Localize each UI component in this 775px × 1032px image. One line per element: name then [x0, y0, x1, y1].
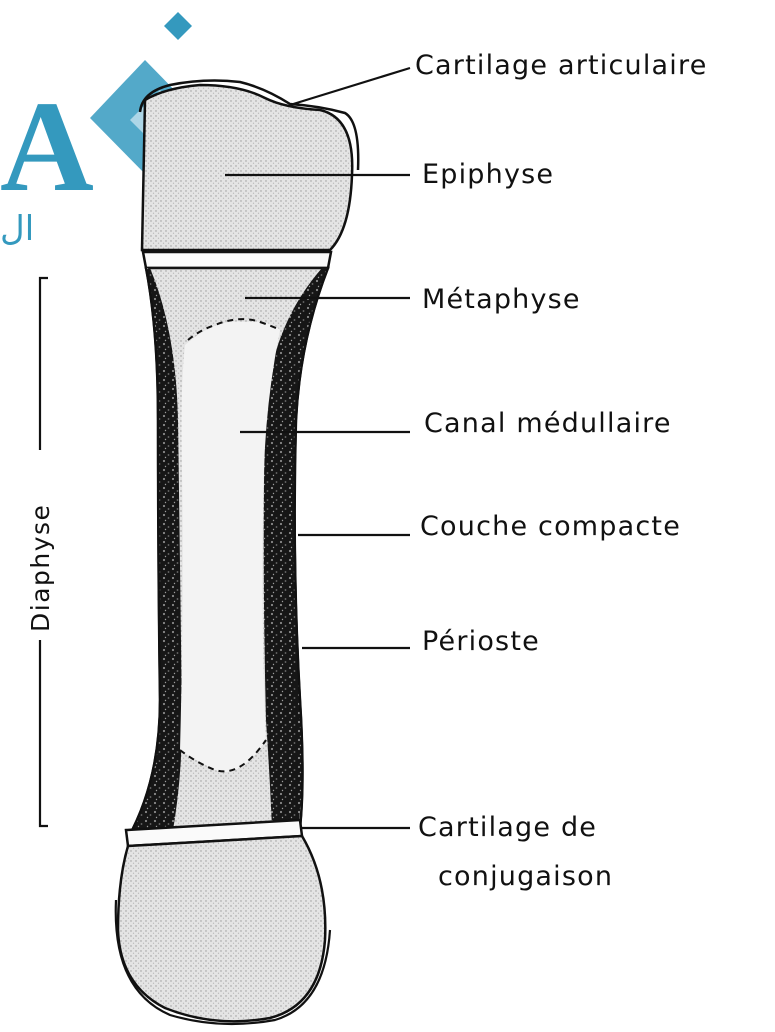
label-perioste: Périoste [422, 626, 540, 657]
watermark-arabic: ال [0, 209, 34, 249]
label-cartilage-articulaire: Cartilage articulaire [415, 50, 708, 81]
label-diaphyse: Diaphyse [26, 504, 55, 632]
proximal-epiphysis [142, 85, 352, 250]
label-cartilage-conjugaison-line2: conjugaison [438, 861, 613, 892]
distal-epiphysis [118, 836, 325, 1021]
label-canal-medullaire: Canal médullaire [424, 408, 672, 439]
leader-cartilage-articulaire [290, 68, 410, 105]
label-couche-compacte: Couche compacte [420, 511, 681, 542]
label-cartilage-conjugaison-line1: Cartilage de [418, 812, 597, 843]
label-metaphyse: Métaphyse [422, 284, 581, 315]
label-epiphyse: Epiphyse [422, 159, 554, 190]
watermark-letter: A [0, 75, 94, 219]
diaphyse-bracket: Diaphyse [26, 278, 55, 826]
proximal-growth-plate [143, 252, 331, 268]
